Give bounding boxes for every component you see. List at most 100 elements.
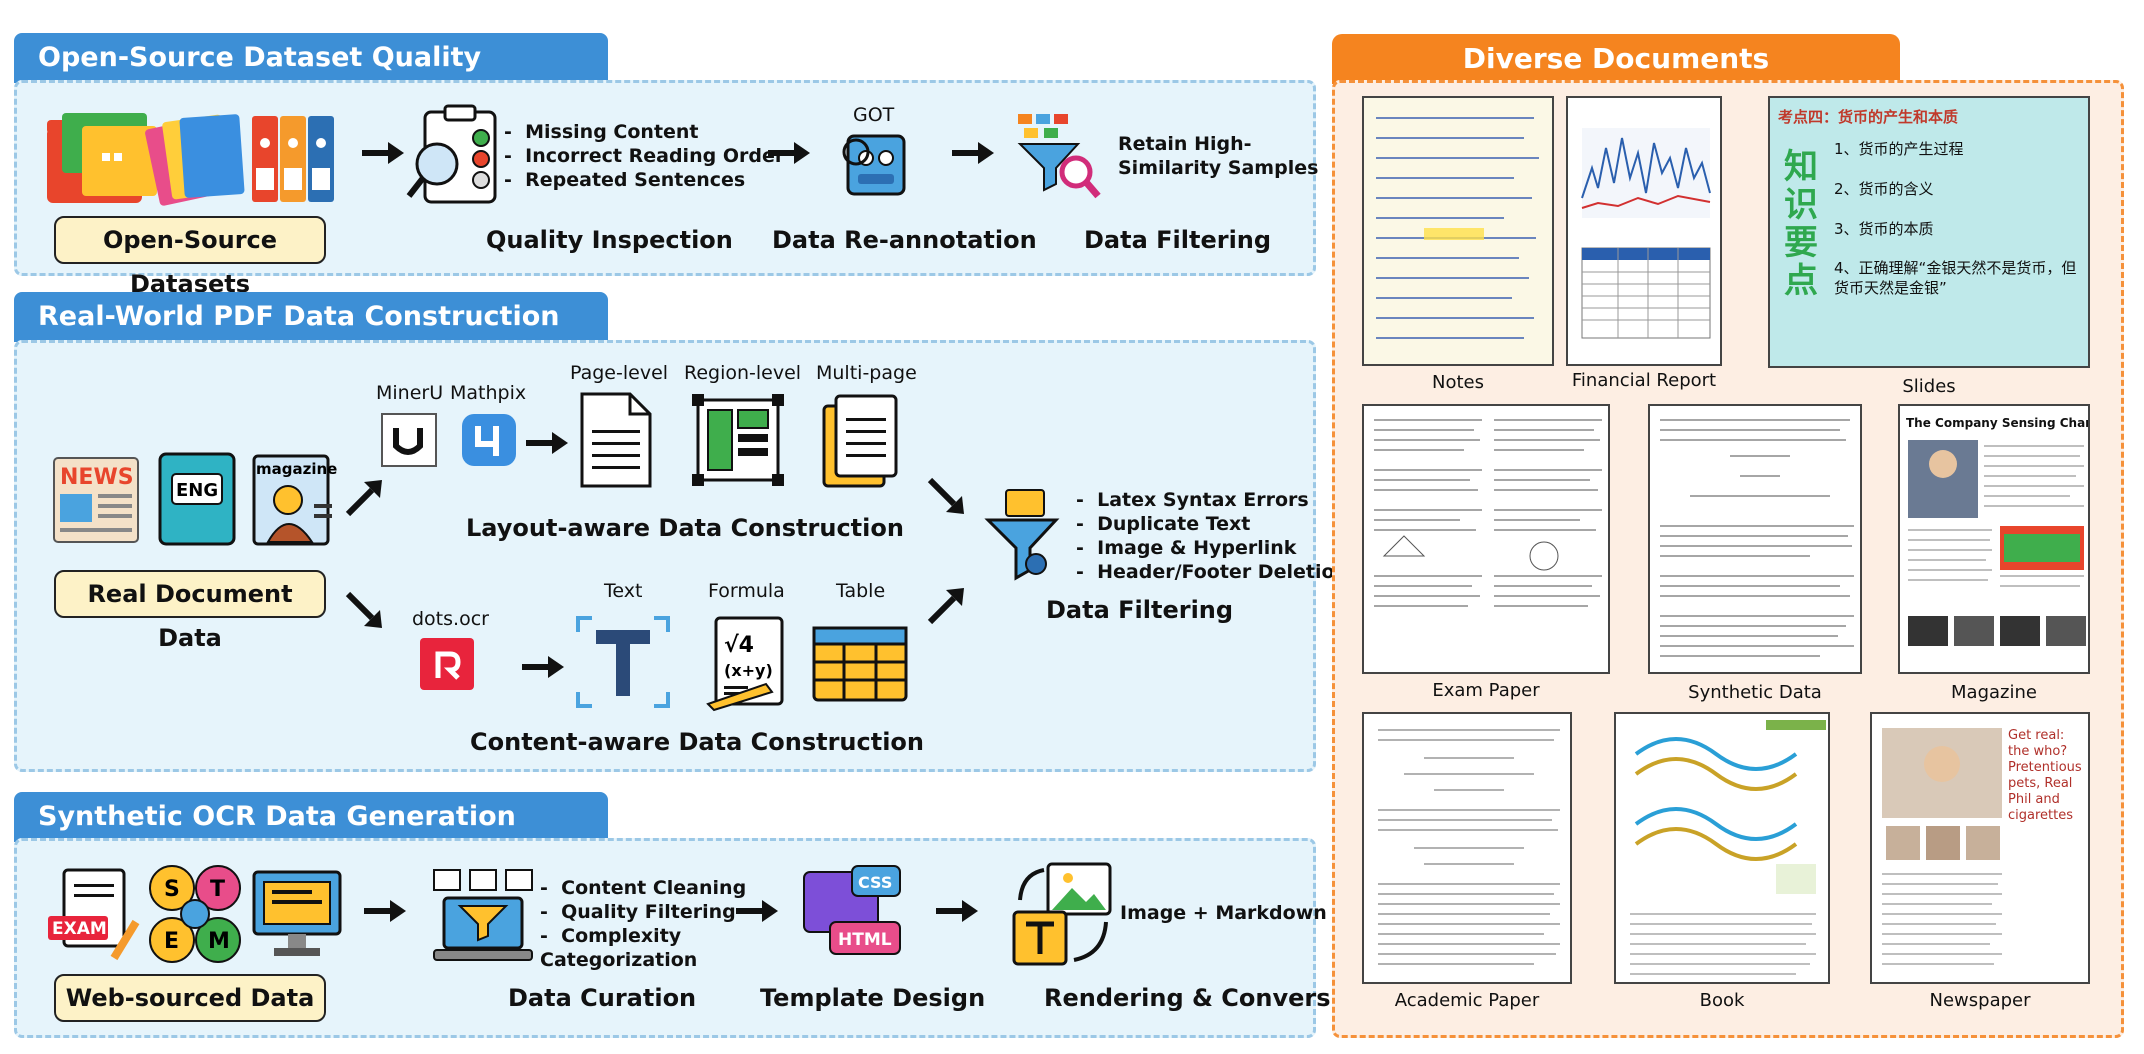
text-label: Text (604, 580, 643, 602)
arrow-icon (736, 900, 778, 922)
arrow-icon (936, 900, 978, 922)
svg-text:magazine: magazine (256, 460, 337, 478)
page-document-icon (580, 392, 652, 488)
doc-thumb-book (1614, 712, 1830, 984)
quality-inspection-label: Quality Inspection (486, 226, 733, 254)
doc-label-magazine: Magazine (1951, 682, 2037, 703)
doc-label-newspaper: Newspaper (1929, 990, 2031, 1011)
funnel-folder-icon (984, 489, 1060, 581)
arrow-icon (345, 591, 382, 628)
doc-thumb-slides: 考点四：货币的产生和本质 知识要点 1、货币的产生过程 2、货币的含义 3、货币… (1768, 96, 2090, 368)
issue-image-hyperlink: Image & Hyperlink (1076, 536, 1348, 560)
svg-text:T: T (210, 877, 225, 902)
web-sourced-data-pill: Web-sourced Data (54, 974, 326, 1022)
formula-label: Formula (708, 580, 785, 602)
data-curation-label: Data Curation (508, 984, 697, 1012)
multi-page-icon (822, 394, 898, 488)
image-text-conversion-icon (1012, 862, 1112, 966)
formula-icon: √4 (x+y) (706, 616, 784, 712)
folders-icon (47, 113, 334, 206)
step-complexity-categorization: Complexity Categorization (540, 924, 710, 972)
exam-paper-icon: EXAM (48, 868, 140, 961)
stem-icon: S T E M (149, 865, 241, 963)
render-note: Image + Markdown (1120, 902, 1327, 924)
arrow-icon (362, 142, 404, 164)
doc-label-notes: Notes (1432, 372, 1484, 393)
data-reannotation-label: Data Re-annotation (772, 226, 1037, 254)
css-html-template-icon: CSS HTML (803, 865, 901, 955)
doc-thumb-financial-report (1566, 96, 1722, 366)
diverse-documents-title: Diverse Documents (1332, 34, 1900, 84)
got-label: GOT (853, 104, 895, 126)
tool-mathpix-label: Mathpix (450, 382, 527, 404)
open-source-datasets-pill: Open-Source Datasets (54, 216, 326, 298)
table-grid-icon (812, 626, 908, 702)
svg-text:(x+y): (x+y) (724, 661, 773, 680)
newspaper-heading: Get real: the who? Pretentious pets, Rea… (2008, 728, 2082, 823)
data-filtering-label-2: Data Filtering (1046, 596, 1234, 624)
region-level-label: Region-level (684, 362, 802, 384)
svg-text:HTML: HTML (838, 930, 892, 950)
data-filtering-label-1: Data Filtering (1084, 226, 1272, 254)
curation-step-list: Content Cleaning Quality Filtering Compl… (540, 876, 746, 972)
issue-repeated-sentences: Repeated Sentences (504, 168, 784, 192)
svg-text:M: M (208, 929, 230, 954)
layout-aware-label: Layout-aware Data Construction (466, 514, 904, 542)
mathpix-logo-icon (462, 414, 516, 466)
clipboard-inspection-icon (406, 104, 497, 204)
step-quality-filtering: Quality Filtering (540, 900, 746, 924)
tool-mineru-label: MinerU (376, 382, 444, 404)
svg-text:EXAM: EXAM (52, 919, 107, 939)
arrow-icon (526, 432, 568, 454)
doc-label-exam-paper: Exam Paper (1432, 680, 1540, 701)
region-layout-icon (692, 394, 784, 486)
arrow-icon (927, 588, 964, 625)
slides-vertical-text: 知识要点 (1784, 147, 1818, 301)
arrow-icon (345, 480, 382, 517)
doc-label-financial-report: Financial Report (1571, 370, 1717, 391)
doc-label-book: Book (1699, 990, 1745, 1011)
rendering-conversion-label: Rendering & Conversion (1044, 984, 1373, 1012)
svg-text:CSS: CSS (858, 873, 892, 892)
arrow-icon (768, 142, 810, 164)
doc-thumb-academic-paper (1362, 712, 1572, 984)
section-title-open-source: Open-Source Dataset Quality Enhancement (14, 33, 608, 123)
svg-text:NEWS: NEWS (60, 465, 134, 490)
dots-ocr-logo-icon (420, 638, 474, 690)
issue-latex-errors: Latex Syntax Errors (1076, 488, 1348, 512)
magazine-heading: The Company Sensing Change (1906, 416, 2088, 430)
slides-line-2: 2、货币的含义 (1834, 180, 1934, 198)
arrow-icon (522, 656, 564, 678)
issue-header-footer: Header/Footer Deletion (1076, 560, 1348, 584)
doc-thumb-newspaper: Get real: the who? Pretentious pets, Rea… (1870, 712, 2090, 984)
svg-text:E: E (164, 929, 179, 954)
doc-thumb-exam-paper (1362, 404, 1610, 674)
arrow-icon (952, 142, 994, 164)
slides-line-1: 1、货币的产生过程 (1834, 140, 1964, 158)
filter-search-icon (1017, 114, 1101, 199)
svg-text:S: S (164, 877, 180, 902)
doc-thumb-notes (1362, 96, 1554, 366)
pdf-filter-issue-list: Latex Syntax Errors Duplicate Text Image… (1076, 488, 1348, 584)
issue-duplicate-text: Duplicate Text (1076, 512, 1348, 536)
arrow-icon (364, 900, 406, 922)
svg-text:√4: √4 (724, 633, 754, 658)
issue-missing-content: Missing Content (504, 120, 784, 144)
table-label: Table (836, 580, 886, 602)
doc-thumb-magazine: The Company Sensing Change (1898, 404, 2090, 674)
magazine-icon: magazine (252, 454, 337, 546)
arrow-icon (927, 477, 964, 514)
laptop-funnel-icon (433, 869, 533, 961)
doc-label-synthetic-data: Synthetic Data (1688, 682, 1822, 703)
monitor-icon (252, 870, 342, 956)
filter-note: Retain High- Similarity Samples (1118, 133, 1319, 179)
multi-page-label: Multi-page (816, 362, 917, 384)
english-book-icon: ENG (158, 452, 236, 546)
inspection-issue-list: Missing Content Incorrect Reading Order … (504, 120, 784, 192)
slides-line-3: 3、货币的本质 (1834, 220, 1934, 238)
doc-label-academic-paper: Academic Paper (1394, 990, 1540, 1011)
news-icon: NEWS (53, 457, 139, 543)
section-title-synthetic: Synthetic OCR Data Generation (14, 792, 608, 842)
robot-book-icon (842, 134, 906, 196)
doc-thumb-synthetic-data (1648, 404, 1862, 674)
